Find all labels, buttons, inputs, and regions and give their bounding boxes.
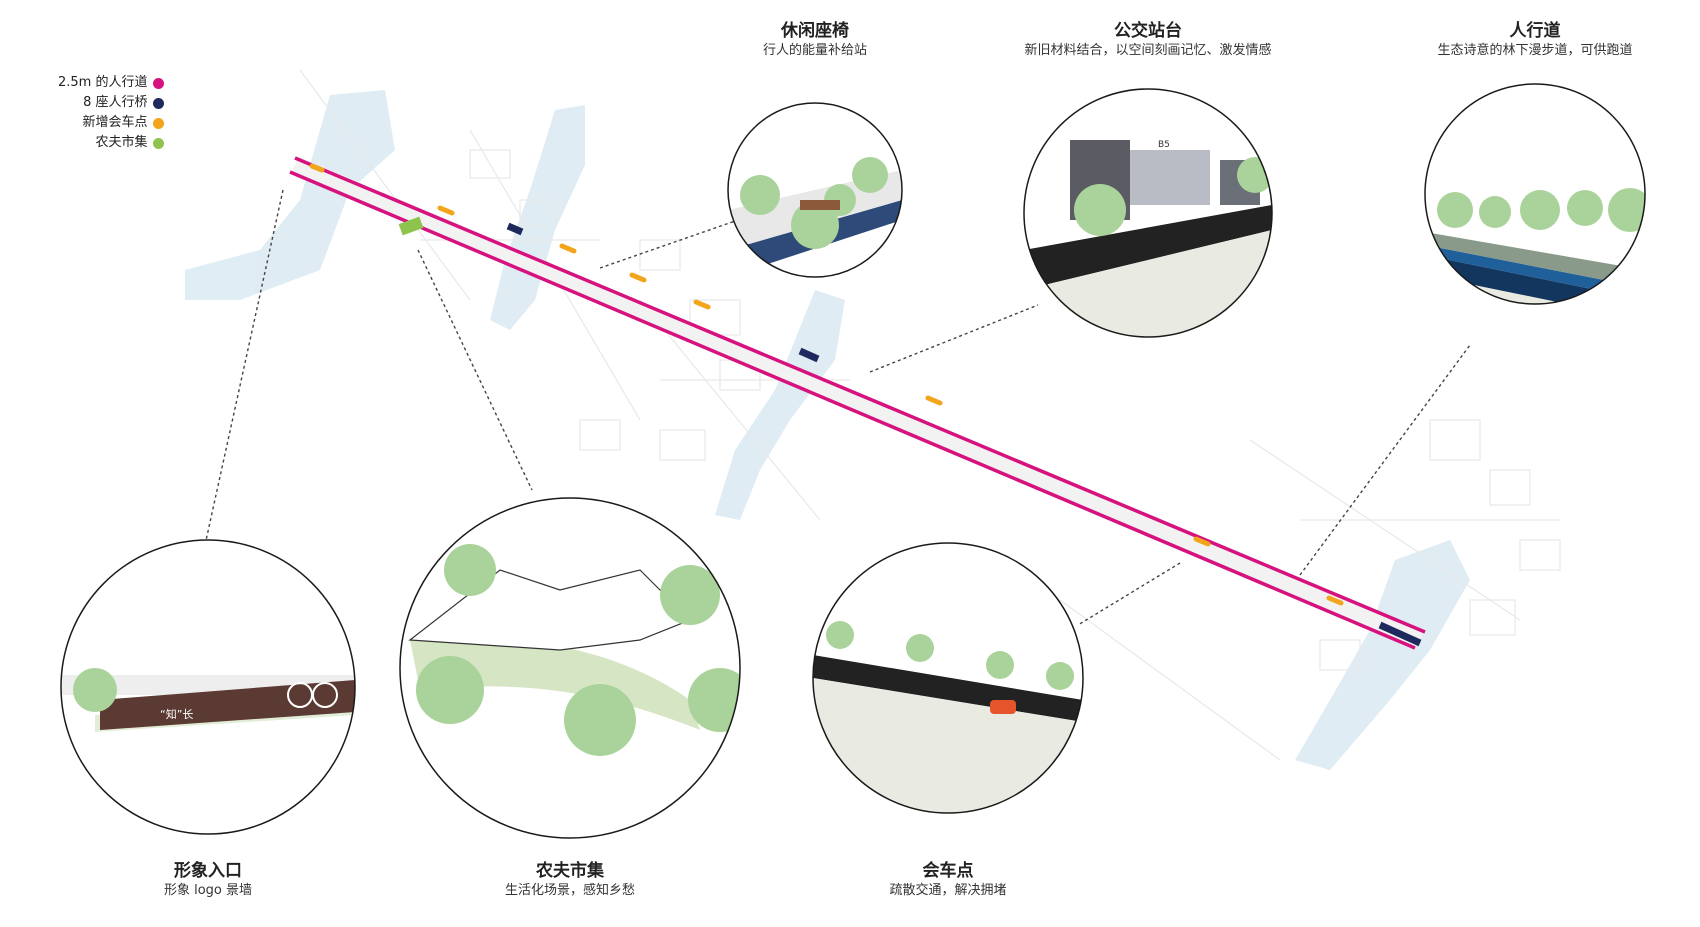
legend-label: 新增会车点	[82, 115, 148, 130]
legend-item-passing: 新增会车点	[58, 113, 165, 133]
callout-subtitle: 形象 logo 景墙	[163, 883, 253, 898]
passing-vignette	[812, 542, 1084, 814]
passing-point	[559, 243, 577, 254]
callout-title: 休闲座椅	[780, 21, 849, 41]
passing-point	[1193, 536, 1211, 547]
callout-title: 农夫市集	[535, 861, 604, 881]
callout-title: 人行道	[1509, 21, 1561, 41]
passing-point	[309, 163, 325, 173]
leader-lines	[204, 189, 1471, 626]
market-site	[398, 216, 424, 236]
legend-swatch	[153, 117, 165, 129]
callout-title: 会车点	[922, 861, 974, 881]
sidewalk-vignette	[1424, 83, 1646, 305]
sidewalk-north	[294, 156, 1426, 634]
callout-subtitle: 疏散交通，解决拥堵	[889, 883, 1007, 898]
river-center	[715, 290, 845, 520]
legend-item-sidewalk: 2.5m 的人行道	[58, 73, 165, 93]
leader-bus	[869, 304, 1039, 373]
legend-swatch	[153, 97, 165, 109]
logo-wall-text: “知”长	[160, 707, 193, 721]
passing-point	[693, 299, 711, 310]
footbridge	[1378, 621, 1422, 647]
callout-bus-stop: 公交站台 新旧材料结合，以空间刻画记忆、激发情感	[1024, 20, 1271, 60]
callout-passing: 会车点 疏散交通，解决拥堵	[889, 860, 1006, 900]
callout-bench: 休闲座椅 行人的能量补给站	[763, 20, 867, 60]
leader-market	[417, 249, 533, 491]
road-surface	[291, 156, 1424, 649]
callout-subtitle: 行人的能量补给站	[762, 43, 868, 58]
river-east	[1295, 540, 1470, 770]
leader-passing	[1077, 562, 1181, 626]
callout-market: 农夫市集 生活化场景，感知乡愁	[505, 860, 635, 900]
entrance-vignette: “知”长	[60, 539, 356, 835]
callout-subtitle: 生态诗意的林下漫步道，可供跑道	[1437, 43, 1633, 58]
callout-entrance: 形象入口 形象 logo 景墙	[164, 860, 252, 900]
passing-point	[1326, 595, 1344, 606]
legend-label: 2.5m 的人行道	[58, 75, 148, 90]
footbridges	[506, 222, 1422, 647]
passing-point	[925, 395, 943, 406]
legend-swatch	[153, 77, 165, 89]
legend-label: 农夫市集	[95, 135, 148, 150]
sidewalk-south	[289, 170, 1416, 650]
main-road	[289, 156, 1426, 650]
leader-entrance	[204, 189, 284, 546]
callout-title: 公交站台	[1113, 21, 1182, 41]
legend: 2.5m 的人行道 8 座人行桥 新增会车点 农夫市集	[58, 73, 165, 153]
bus-sign-text: B5	[1158, 140, 1170, 150]
base-map	[185, 69, 1561, 770]
bench-vignette	[727, 102, 903, 278]
passing-points	[309, 163, 1344, 606]
callout-sidewalk: 人行道 生态诗意的林下漫步道，可供跑道	[1437, 20, 1632, 60]
passing-point	[437, 205, 455, 216]
footbridge	[506, 222, 524, 236]
legend-item-market: 农夫市集	[58, 133, 165, 153]
callout-subtitle: 新旧材料结合，以空间刻画记忆、激发情感	[1024, 43, 1272, 58]
legend-item-bridge: 8 座人行桥	[58, 93, 165, 113]
river-west	[185, 90, 395, 300]
legend-label: 8 座人行桥	[83, 95, 148, 110]
passing-point	[629, 272, 647, 283]
footbridge	[798, 347, 820, 363]
callout-title: 形象入口	[173, 861, 242, 881]
leader-bench	[599, 219, 739, 269]
river-middle	[490, 105, 585, 330]
legend-swatch	[153, 137, 165, 149]
callout-subtitle: 生活化场景，感知乡愁	[504, 883, 636, 898]
bus-stop-vignette: B5	[1023, 88, 1273, 338]
market-vignette	[399, 497, 741, 839]
